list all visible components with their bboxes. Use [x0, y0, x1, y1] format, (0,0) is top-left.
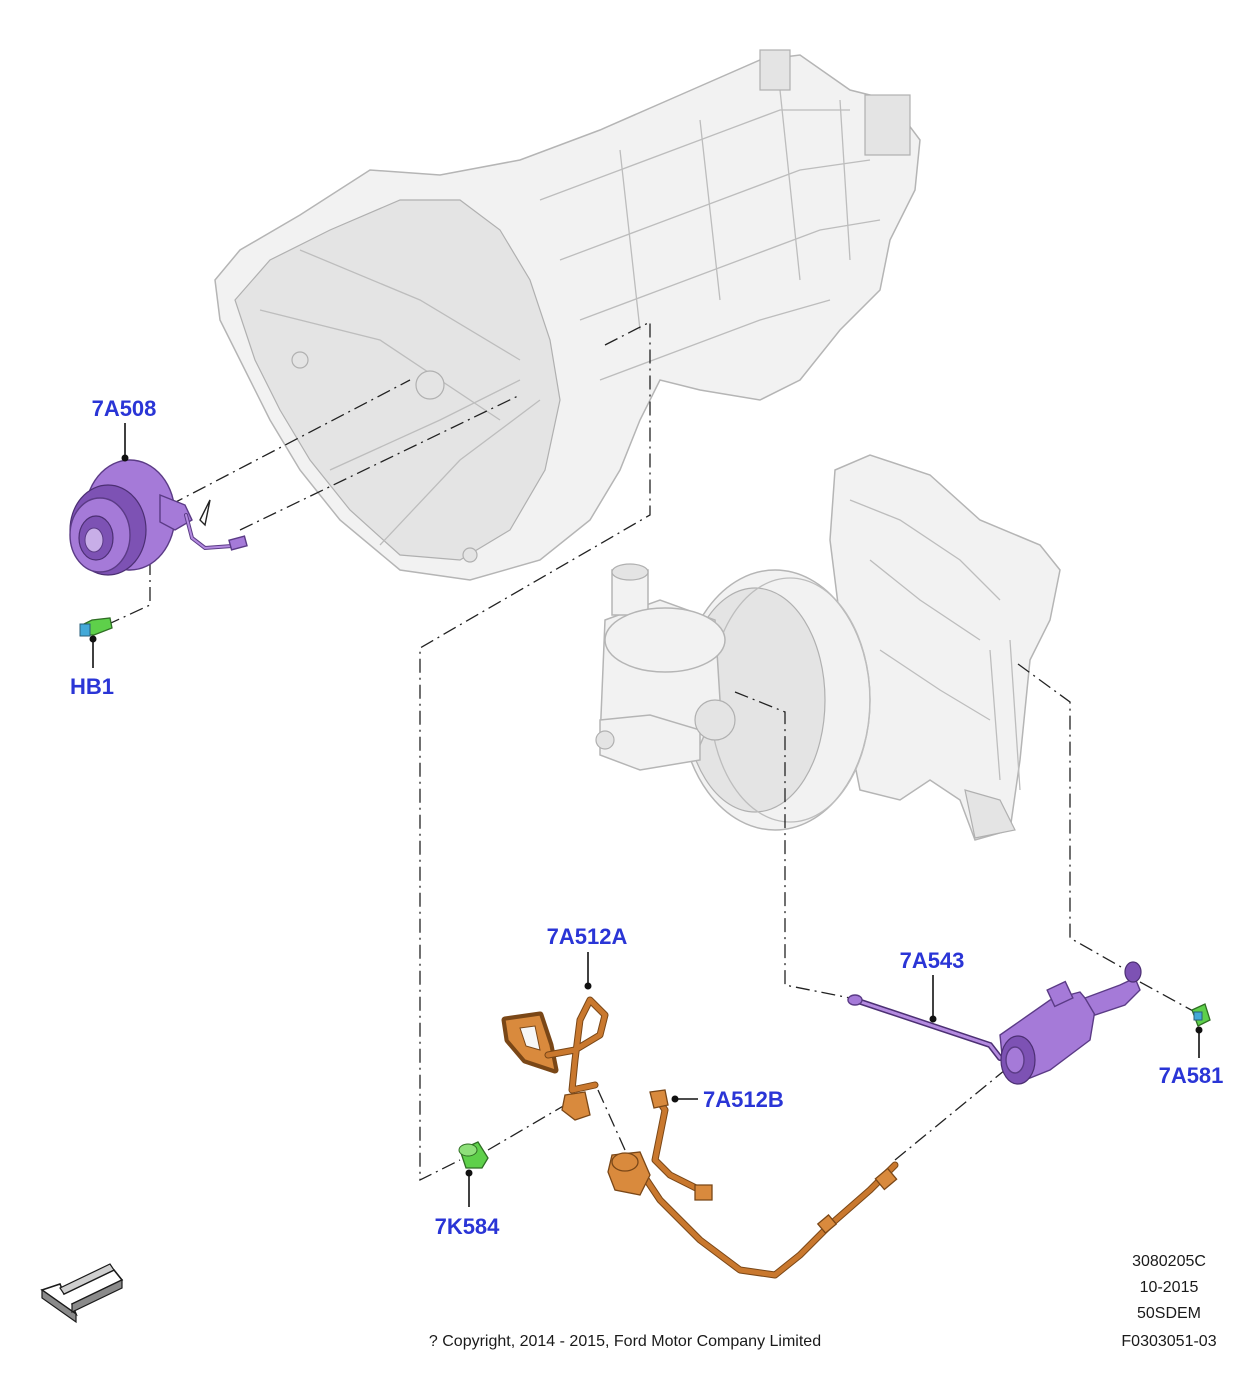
callout-rod: 7A543: [900, 948, 965, 973]
rod-part: [847, 961, 1142, 1085]
bolt-part: [79, 617, 113, 637]
hose-a-part: [501, 996, 609, 1121]
front-direction-arrow-icon: [40, 1263, 124, 1324]
drawing-variant: 50SDEM: [1137, 1305, 1201, 1322]
callout-hose-b: 7A512B: [703, 1087, 784, 1112]
callout-pin-clip: 7A581: [1159, 1063, 1224, 1088]
callout-clip: 7K584: [435, 1214, 501, 1239]
callout-release-bearing: 7A508: [92, 396, 157, 421]
callout-hose-a: 7A512A: [547, 924, 628, 949]
callout-leaders: [89, 423, 1203, 1207]
pedal-box-assembly: [595, 454, 1061, 841]
clip-part: [458, 1141, 489, 1169]
pin-clip-part: [1191, 1003, 1211, 1027]
callout-bolt: HB1: [70, 674, 114, 699]
release-bearing-part: [69, 459, 248, 576]
alignment-lines: [99, 320, 1196, 1182]
copyright-notice: ? Copyright, 2014 - 2015, Ford Motor Com…: [429, 1333, 821, 1350]
transmission-housing: [214, 49, 921, 581]
drawing-code: 3080205C: [1132, 1253, 1206, 1270]
drawing-date: 10-2015: [1140, 1279, 1199, 1296]
figure-id: F0303051-03: [1121, 1333, 1216, 1350]
hose-b-part: [607, 1089, 899, 1279]
